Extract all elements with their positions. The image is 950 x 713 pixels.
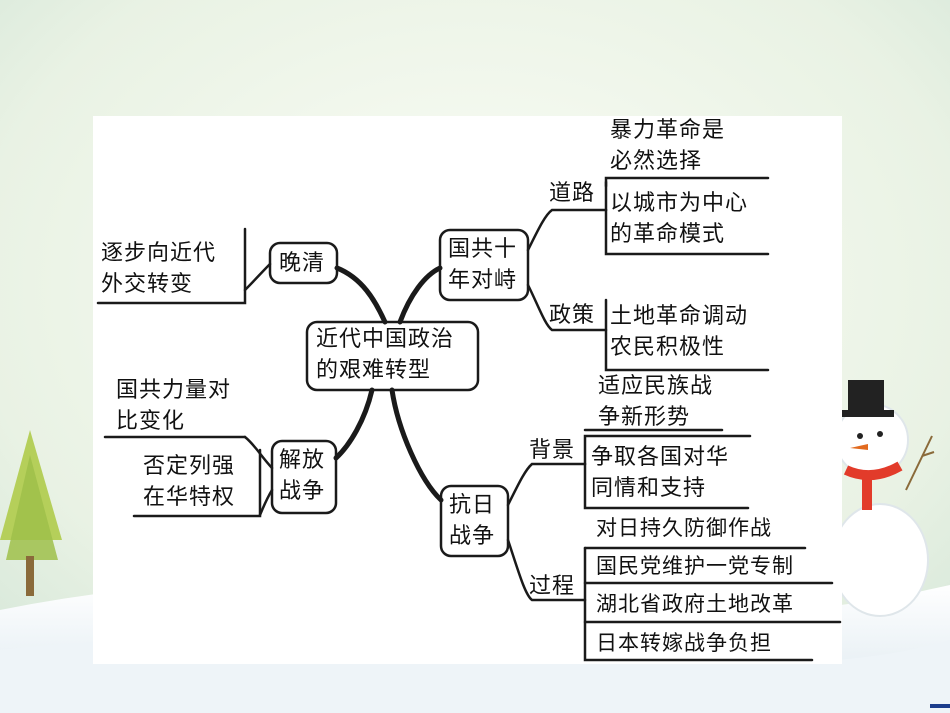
jiefang-node-line2: 战争 xyxy=(279,479,326,504)
branch-guogong xyxy=(397,265,443,325)
guocheng-item-4: 日本转嫁战争负担 xyxy=(596,631,772,655)
beijing-leaf1-line2: 争新形势 xyxy=(598,405,691,430)
wanqing-leaf-line1: 逐步向近代 xyxy=(101,241,217,266)
guocheng-label: 过程 xyxy=(529,574,576,599)
center-node-line1: 近代中国政治 xyxy=(316,327,455,352)
beijing-label: 背景 xyxy=(529,438,576,463)
kangri-node-line1: 抗日 xyxy=(449,493,496,518)
center-node-line2: 的艰难转型 xyxy=(316,358,432,383)
wanqing-leaf-line2: 外交转变 xyxy=(101,272,194,297)
jiefang-leaf1-line1: 国共力量对 xyxy=(116,378,232,403)
kangri-node-line2: 战争 xyxy=(449,524,496,549)
zhengce-leaf-line2: 农民积极性 xyxy=(610,335,726,360)
guocheng-item-2: 国民党维护一党专制 xyxy=(596,554,794,578)
daolu-label: 道路 xyxy=(549,181,596,206)
guocheng-item-1: 对日持久防御作战 xyxy=(596,516,772,540)
branch-jiefang xyxy=(333,387,375,461)
zhengce-label: 政策 xyxy=(549,303,596,328)
beijing-leaf2-line2: 同情和支持 xyxy=(591,476,707,501)
tree-icon xyxy=(0,430,62,596)
beijing-leaf1-line1: 适应民族战 xyxy=(598,374,714,399)
jiefang-node-line1: 解放 xyxy=(279,448,326,473)
daolu-leaf1-line1: 暴力革命是 xyxy=(610,118,726,143)
wanqing-node: 晚清 xyxy=(279,251,326,276)
guogong-node-line2: 年对峙 xyxy=(448,268,518,293)
guocheng-item-3: 湖北省政府土地改革 xyxy=(596,592,794,616)
branch-kangri xyxy=(389,387,444,503)
guogong-node-line1: 国共十 xyxy=(448,237,518,262)
branch-wanqing xyxy=(334,265,388,325)
snowman-icon xyxy=(831,380,935,617)
beijing-leaf2-line1: 争取各国对华 xyxy=(591,445,730,470)
zhengce-leaf-line1: 土地革命调动 xyxy=(610,304,749,329)
jiefang-leaf1-line2: 比变化 xyxy=(116,409,186,434)
jiefang-leaf2-line1: 否定列强 xyxy=(143,454,236,479)
daolu-leaf1-line2: 必然选择 xyxy=(610,149,703,174)
jiefang-leaf2-line2: 在华特权 xyxy=(143,485,236,510)
daolu-leaf2-line2: 的革命模式 xyxy=(610,222,726,247)
daolu-leaf2-line1: 以城市为中心 xyxy=(610,191,749,216)
